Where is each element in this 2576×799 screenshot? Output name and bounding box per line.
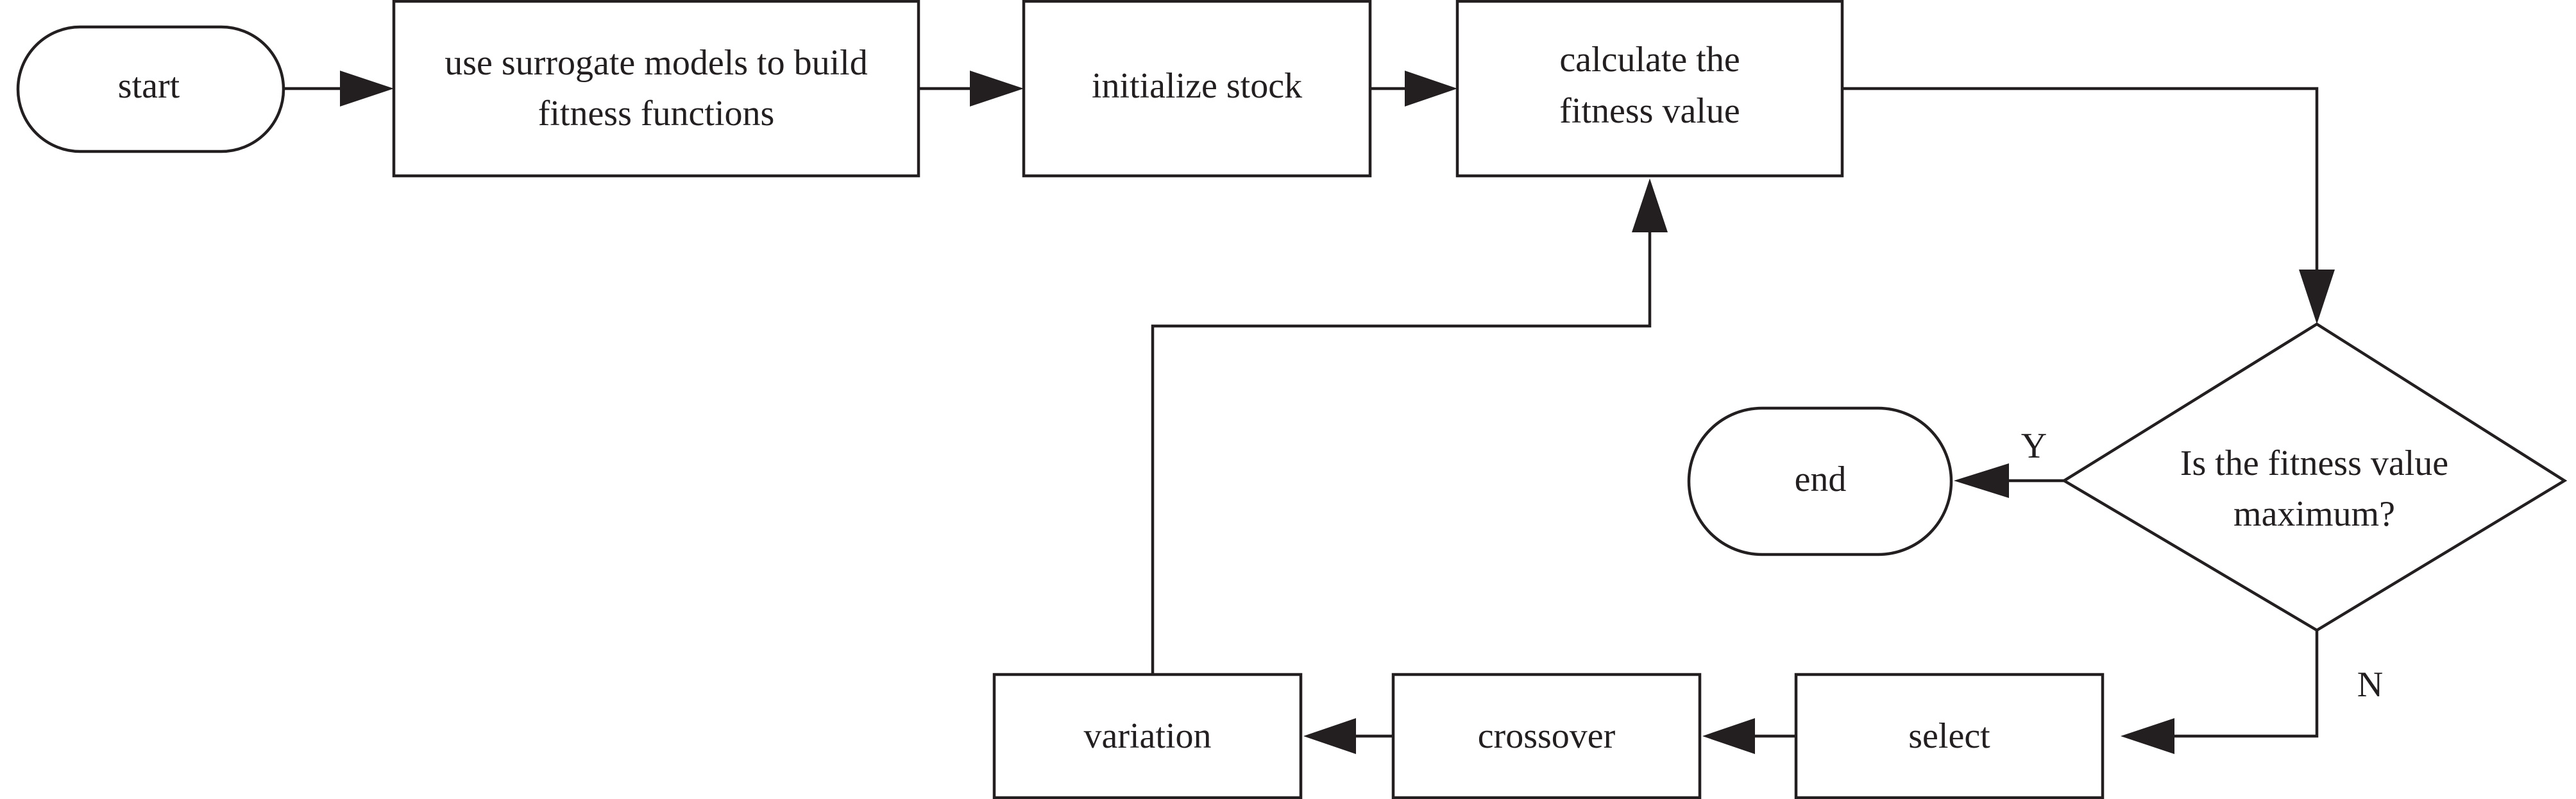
start-node: start bbox=[16, 25, 285, 153]
build-fitness-functions-label-line-1: use surrogate models to build bbox=[445, 43, 867, 83]
select-label: select bbox=[1908, 716, 1990, 756]
edge-build-to-initialize bbox=[919, 71, 1024, 107]
initialize-stock-node: initialize stock bbox=[1022, 0, 1372, 178]
arrowhead-variation-to-calculate bbox=[1632, 178, 1668, 232]
arrowhead-select-to-crossover bbox=[1702, 718, 1755, 754]
crossover-label: crossover bbox=[1478, 716, 1616, 756]
start-label: start bbox=[118, 66, 180, 106]
calculate-fitness-label-line-1: calculate the bbox=[1559, 40, 1740, 80]
calculate-fitness-label-line-2: fitness value bbox=[1559, 91, 1740, 131]
no-label: N bbox=[2357, 665, 2383, 705]
arrowhead-calculate-to-decision bbox=[2299, 270, 2335, 324]
decision-label-line-1: Is the fitness value bbox=[2180, 443, 2448, 483]
calculate-fitness-node: calculate the fitness value bbox=[1455, 0, 1844, 178]
edge-calculate-to-decision bbox=[1842, 87, 2335, 324]
crossover-node: crossover bbox=[1391, 673, 1702, 799]
decision-label-line-2: maximum? bbox=[2233, 494, 2395, 534]
yes-label: Y bbox=[2021, 426, 2047, 466]
select-node: select bbox=[1794, 673, 2105, 799]
edge-select-to-crossover bbox=[1702, 718, 1796, 754]
arrowhead-decision-to-end bbox=[1954, 463, 2009, 498]
fitness-maximum-decision-node: Is the fitness value maximum? bbox=[2061, 322, 2568, 632]
arrowhead-build-to-initialize bbox=[970, 71, 1024, 107]
arrowhead-initialize-to-calculate bbox=[1405, 71, 1457, 107]
arrowhead-decision-to-select bbox=[2121, 718, 2174, 754]
arrowhead-crossover-to-variation bbox=[1303, 718, 1356, 754]
arrowhead-start-to-build bbox=[340, 71, 394, 107]
edge-variation-to-calculate bbox=[1151, 178, 1668, 674]
build-fitness-functions-node: use surrogate models to build fitness fu… bbox=[392, 0, 920, 178]
variation-label: variation bbox=[1083, 716, 1211, 756]
end-label: end bbox=[1795, 460, 1847, 499]
edge-crossover-to-variation bbox=[1303, 718, 1393, 754]
variation-node: variation bbox=[992, 673, 1303, 799]
edge-start-to-build bbox=[284, 71, 394, 107]
edge-initialize-to-calculate bbox=[1370, 71, 1457, 107]
build-fitness-functions-label-line-2: fitness functions bbox=[538, 94, 775, 133]
end-node: end bbox=[1687, 406, 1953, 556]
edge-decision-to-select-no: N bbox=[2121, 630, 2383, 754]
initialize-stock-label: initialize stock bbox=[1092, 66, 1302, 106]
edge-decision-to-end-yes: Y bbox=[1954, 426, 2064, 498]
